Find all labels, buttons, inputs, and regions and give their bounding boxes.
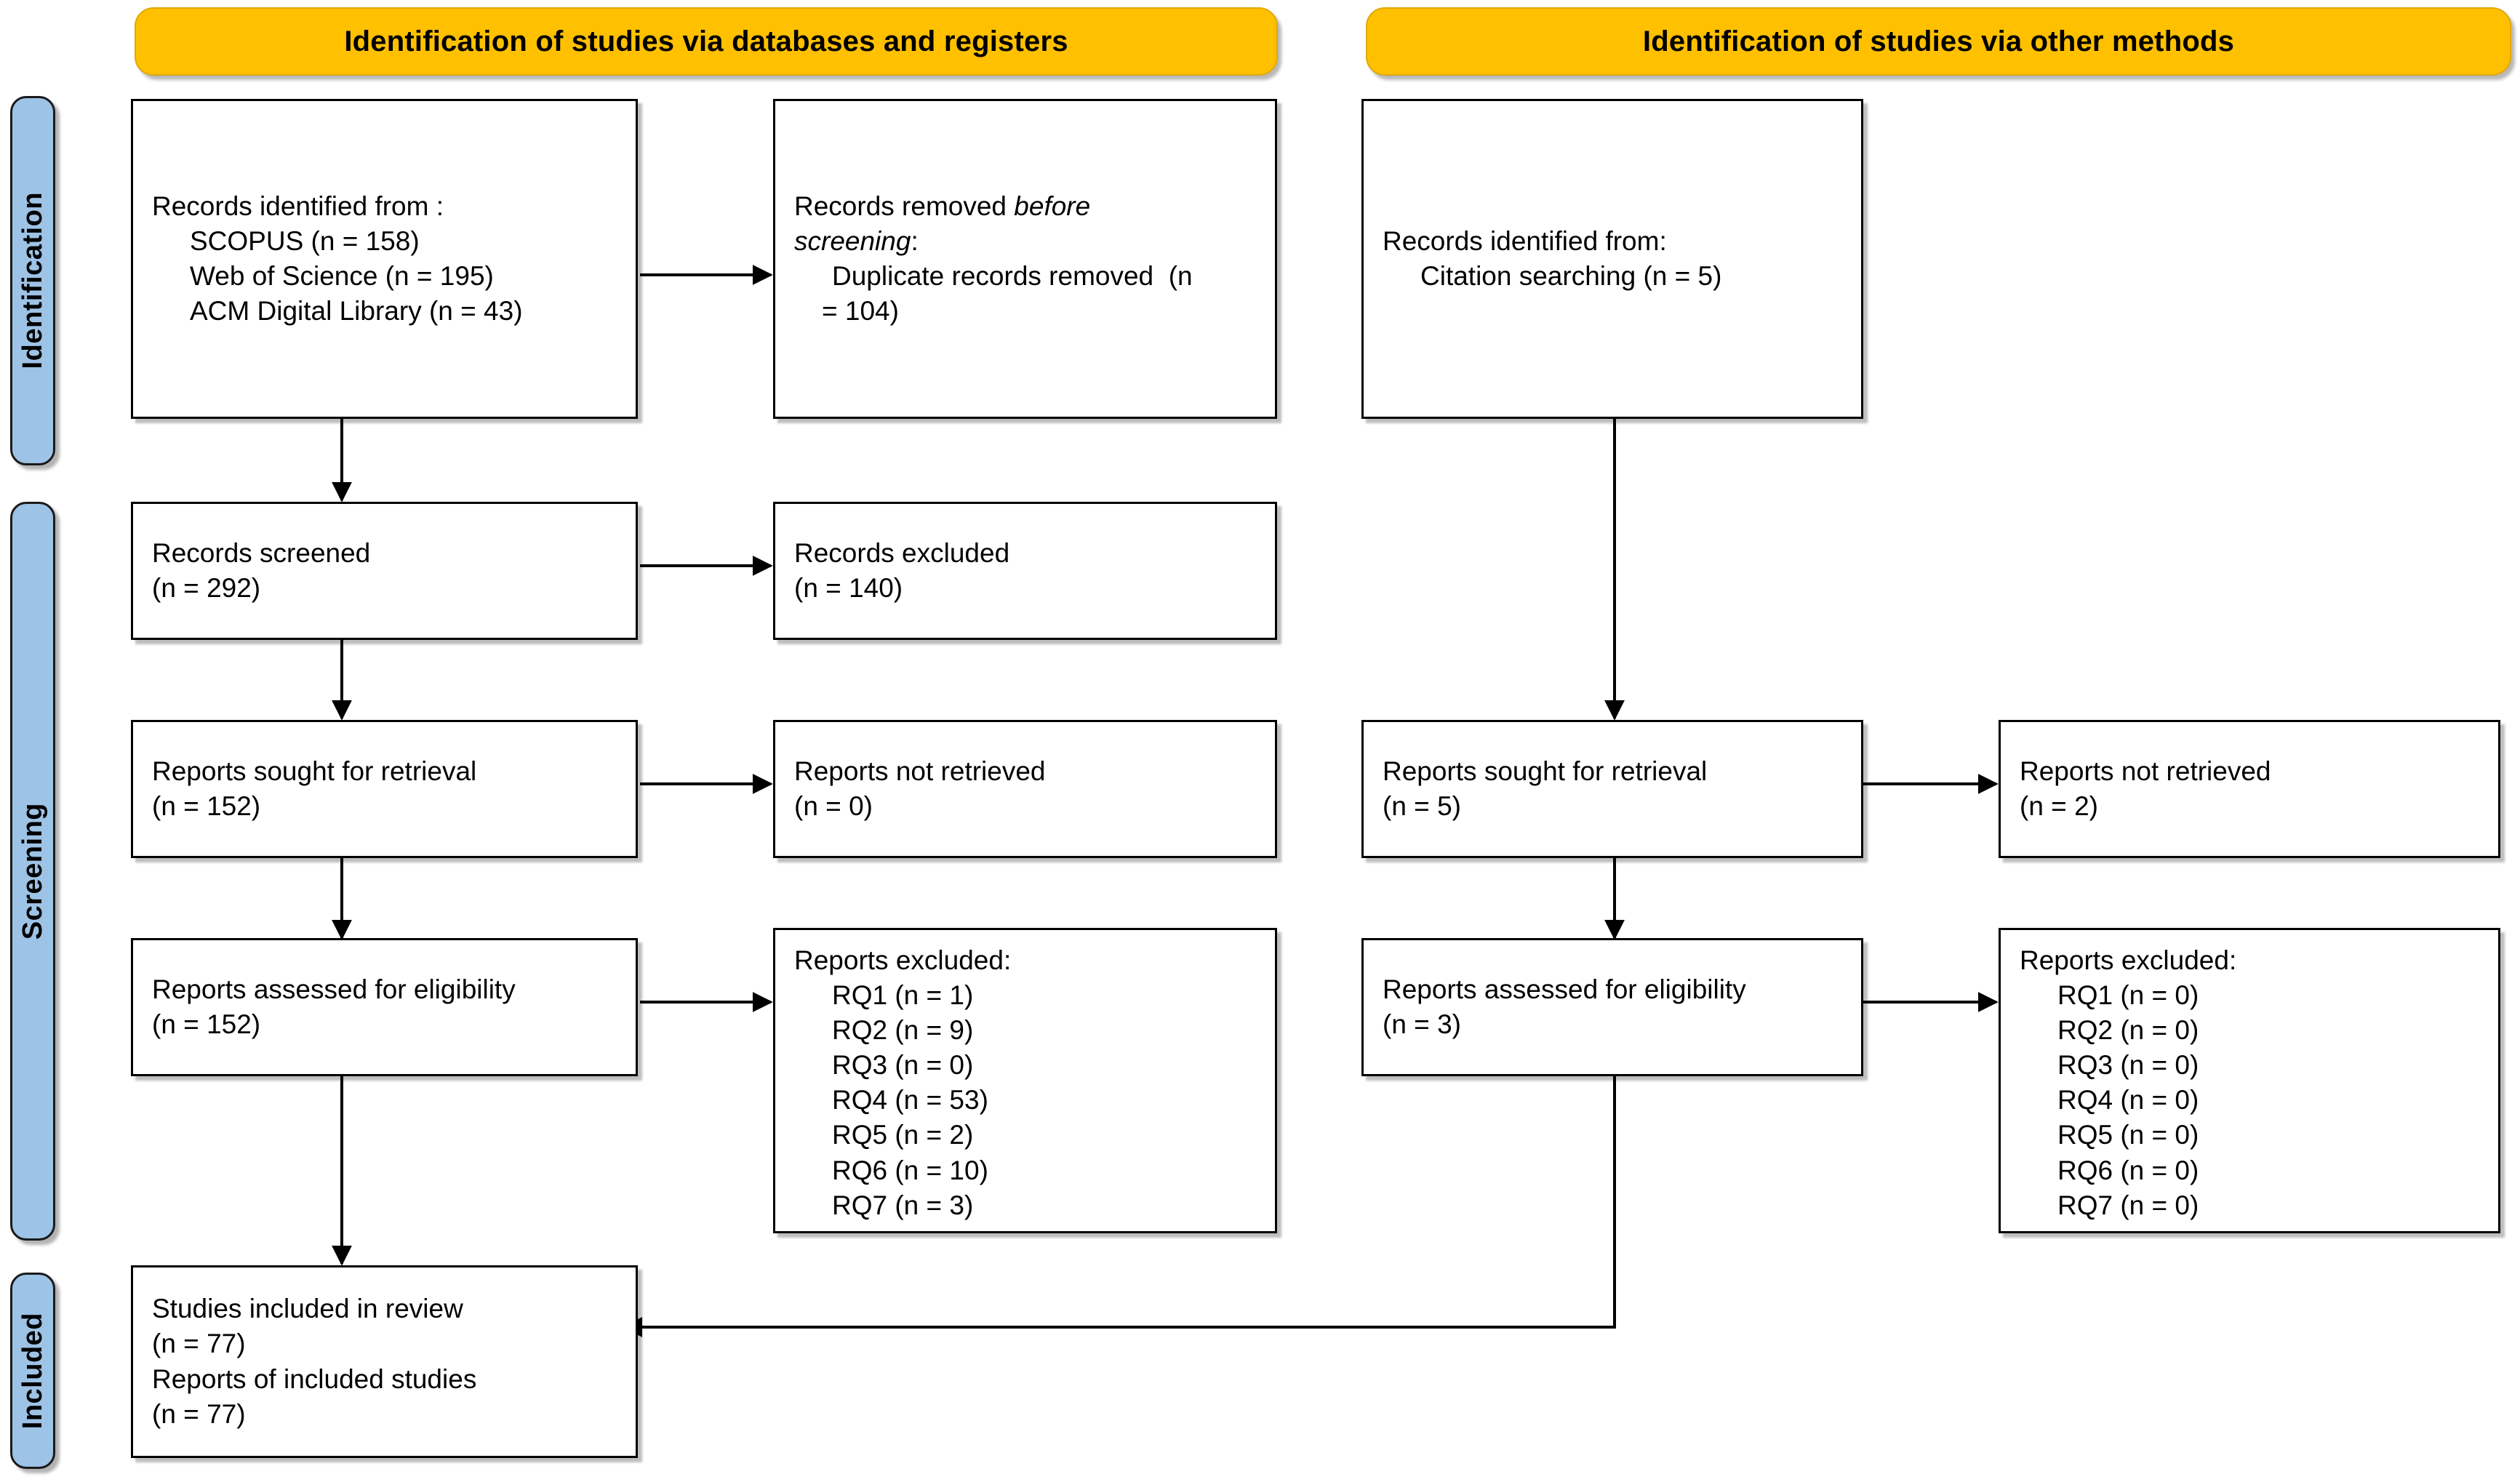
other-reports-assessed-label: Reports assessed for eligibility xyxy=(1383,974,1746,1004)
reports-excluded-reason-rq7: RQ7 (n = 3) xyxy=(832,1190,974,1220)
other-reports-excluded-reason-rq7: RQ7 (n = 0) xyxy=(2057,1190,2199,1220)
other-reports-assessed-count: (n = 3) xyxy=(1383,1009,1461,1039)
banner-databases-registers: Identification of studies via databases … xyxy=(135,7,1278,76)
banner-databases-label: Identification of studies via databases … xyxy=(344,25,1068,57)
other-reports-excluded-reason-rq6: RQ6 (n = 0) xyxy=(2057,1155,2199,1185)
phase-label-screening: Screening xyxy=(10,502,55,1241)
box-records-excluded: Records excluded (n = 140) xyxy=(773,502,1277,640)
box-reports-assessed-databases: Reports assessed for eligibility (n = 15… xyxy=(131,938,638,1076)
other-records-identified-header: Records identified from: xyxy=(1383,225,1667,256)
reports-assessed-label: Reports assessed for eligibility xyxy=(152,974,516,1004)
reports-excluded-reason-rq1: RQ1 (n = 1) xyxy=(832,980,974,1011)
phase-label-screening-text: Screening xyxy=(17,802,48,940)
records-screened-count: (n = 292) xyxy=(152,573,261,603)
other-reports-sought-label: Reports sought for retrieval xyxy=(1383,756,1708,786)
records-removed-header-italic-screening: screening xyxy=(794,225,911,256)
records-identified-header: Records identified from : xyxy=(152,191,444,221)
box-records-screened: Records screened (n = 292) xyxy=(131,502,638,640)
other-reports-excluded-reason-rq3: RQ3 (n = 0) xyxy=(2057,1050,2199,1081)
records-removed-header-line1: Records removed before xyxy=(794,189,1256,224)
box-reports-not-retrieved-other: Reports not retrieved (n = 2) xyxy=(1999,720,2500,858)
other-records-identified-source-citation: Citation searching (n = 5) xyxy=(1420,261,1722,291)
reports-not-retrieved-count: (n = 0) xyxy=(794,791,873,821)
reports-not-retrieved-label: Reports not retrieved xyxy=(794,756,1046,786)
records-identified-source-acm: ACM Digital Library (n = 43) xyxy=(190,296,523,327)
records-identified-source-wos: Web of Science (n = 195) xyxy=(190,261,494,291)
studies-included-label: Studies included in review xyxy=(152,1294,463,1324)
reports-excluded-reason-rq2: RQ2 (n = 9) xyxy=(832,1015,974,1046)
phase-label-identification-text: Identification xyxy=(17,192,48,369)
banner-other-methods: Identification of studies via other meth… xyxy=(1366,7,2511,76)
reports-sought-label: Reports sought for retrieval xyxy=(152,756,477,786)
records-excluded-count: (n = 140) xyxy=(794,573,903,603)
reports-assessed-count: (n = 152) xyxy=(152,1009,261,1039)
other-reports-sought-count: (n = 5) xyxy=(1383,791,1461,821)
box-records-removed-before-screening: Records removed before screening: Duplic… xyxy=(773,99,1277,419)
phase-label-identification: Identification xyxy=(10,96,55,465)
reports-sought-count: (n = 152) xyxy=(152,791,261,821)
studies-included-count: (n = 77) xyxy=(152,1329,246,1359)
records-screened-label: Records screened xyxy=(152,537,371,568)
records-excluded-label: Records excluded xyxy=(794,537,1010,568)
records-removed-item-duplicates-cont: = 104) xyxy=(822,296,899,327)
other-reports-excluded-reason-rq5: RQ5 (n = 0) xyxy=(2057,1120,2199,1150)
other-reports-excluded-reason-rq1: RQ1 (n = 0) xyxy=(2057,980,2199,1011)
box-reports-assessed-other: Reports assessed for eligibility (n = 3) xyxy=(1361,938,1863,1076)
records-removed-header-italic-before: before xyxy=(1014,191,1091,221)
reports-excluded-header: Reports excluded: xyxy=(794,945,1012,975)
other-reports-not-retrieved-label: Reports not retrieved xyxy=(2020,756,2271,786)
records-removed-header-line2: screening: xyxy=(794,224,1256,259)
other-reports-excluded-header: Reports excluded: xyxy=(2020,945,2237,975)
other-reports-excluded-reason-rq4: RQ4 (n = 0) xyxy=(2057,1085,2199,1115)
records-identified-source-scopus: SCOPUS (n = 158) xyxy=(190,225,420,256)
records-removed-header-colon: : xyxy=(911,225,919,256)
phase-label-included-text: Included xyxy=(17,1312,48,1430)
reports-excluded-reason-rq5: RQ5 (n = 2) xyxy=(832,1120,974,1150)
reports-included-count: (n = 77) xyxy=(152,1398,246,1429)
box-records-identified-databases: Records identified from : SCOPUS (n = 15… xyxy=(131,99,638,419)
box-reports-sought-other: Reports sought for retrieval (n = 5) xyxy=(1361,720,1863,858)
box-records-identified-other: Records identified from: Citation search… xyxy=(1361,99,1863,419)
box-reports-excluded-other: Reports excluded: RQ1 (n = 0) RQ2 (n = 0… xyxy=(1999,928,2500,1233)
box-reports-excluded-databases: Reports excluded: RQ1 (n = 1) RQ2 (n = 9… xyxy=(773,928,1277,1233)
other-reports-not-retrieved-count: (n = 2) xyxy=(2020,791,2098,821)
reports-included-label: Reports of included studies xyxy=(152,1363,477,1394)
reports-excluded-reason-rq4: RQ4 (n = 53) xyxy=(832,1085,988,1115)
reports-excluded-reason-rq3: RQ3 (n = 0) xyxy=(832,1050,974,1081)
reports-excluded-reason-rq6: RQ6 (n = 10) xyxy=(832,1155,988,1185)
other-reports-excluded-reason-rq2: RQ2 (n = 0) xyxy=(2057,1015,2199,1046)
banner-other-label: Identification of studies via other meth… xyxy=(1642,25,2235,57)
box-reports-not-retrieved-databases: Reports not retrieved (n = 0) xyxy=(773,720,1277,858)
phase-label-included: Included xyxy=(10,1273,55,1469)
records-removed-header-plain: Records removed xyxy=(794,191,1015,221)
box-reports-sought-databases: Reports sought for retrieval (n = 152) xyxy=(131,720,638,858)
records-removed-item-duplicates: Duplicate records removed (n xyxy=(832,261,1193,291)
box-studies-included: Studies included in review (n = 77) Repo… xyxy=(131,1265,638,1458)
